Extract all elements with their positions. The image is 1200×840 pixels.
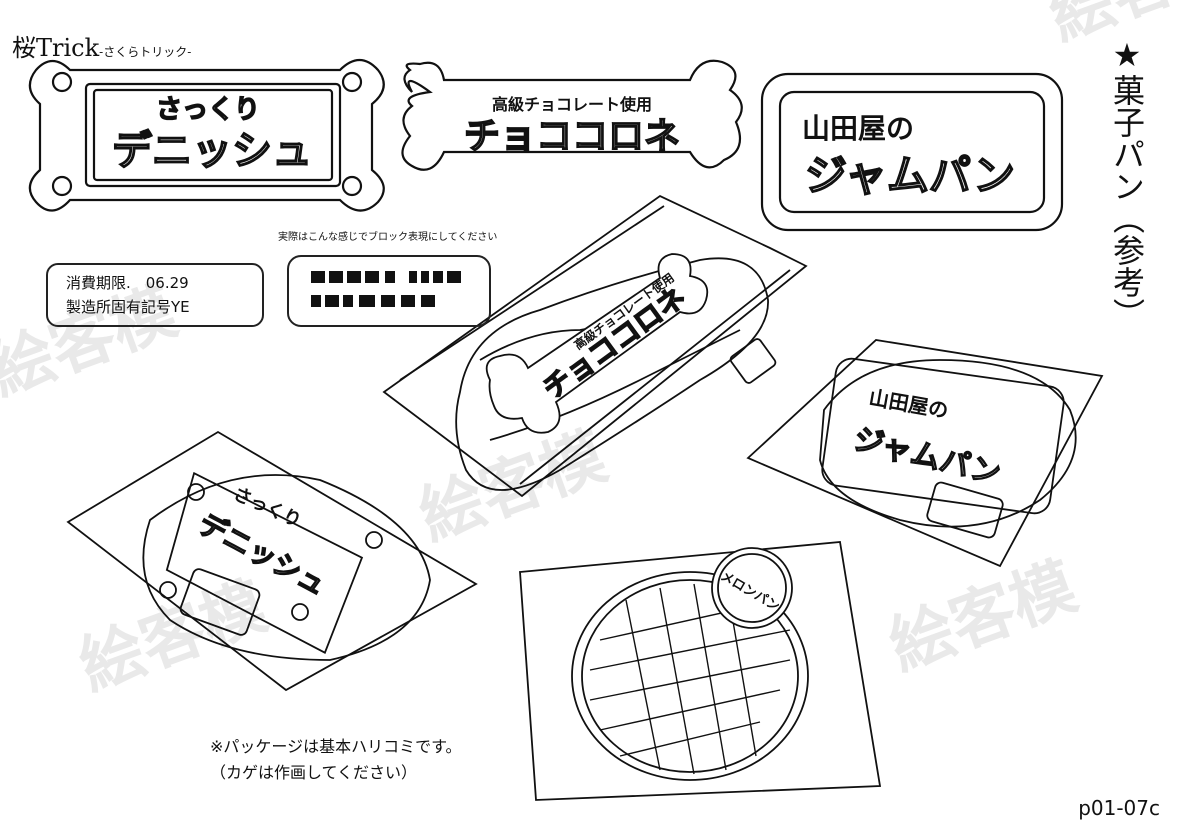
danish-line2: デニッシュ: [112, 128, 312, 174]
chococorone-line1: 高級チョコレート使用: [492, 95, 652, 114]
side-title: ★菓子パン（参考）: [1108, 36, 1146, 330]
note-line2: （カゲは作画してください）: [210, 763, 418, 782]
title-subtitle: -さくらトリック-: [99, 45, 192, 59]
watermark-5: 絵客模: [1040, 0, 1200, 55]
jampan-line1: 山田屋の: [802, 112, 914, 145]
instruction-top: 実際はこんな感じでブロック表現にしてください: [278, 232, 498, 243]
logo-danish: [28, 58, 385, 212]
logo-chococorone: [401, 59, 743, 171]
page-title: 桜Trick-さくらトリック-: [12, 28, 191, 63]
expiry-line1: 消費期限. 06.29: [66, 274, 189, 292]
watermark-3: 絵客模: [70, 570, 276, 705]
watermark-4: 絵客模: [880, 550, 1086, 685]
package-chococorone: [382, 194, 808, 498]
block-code-box: [287, 255, 491, 327]
danish-line1: さっくり: [156, 95, 260, 125]
chococorone-line2: チョココロネ: [464, 116, 680, 157]
note-line1: ※パッケージは基本ハリコミです。: [210, 737, 462, 756]
watermark-2: 絵客模: [410, 420, 616, 555]
block-code-bars: [311, 271, 461, 307]
package-danish: [66, 430, 478, 692]
package-jampan: [746, 339, 1104, 568]
expiry-line2: 製造所固有記号YE: [66, 298, 190, 316]
package-melonpan: [519, 541, 882, 801]
jampan-line2: ジャムパン: [805, 151, 1015, 200]
pkg-chococorone-line2: チョココロネ: [537, 280, 692, 405]
pkg-jampan-line1: 山田屋の: [867, 385, 950, 423]
notes: ※パッケージは基本ハリコミです。 （カゲは作画してください）: [210, 734, 462, 786]
pkg-jampan-line2: ジャムパン: [850, 422, 1004, 492]
page-number: p01-07c: [1078, 796, 1160, 820]
title-main-text: 桜Trick: [12, 34, 100, 62]
expiry-label: 消費期限. 06.29 製造所固有記号YE: [46, 263, 264, 327]
logo-jampan: [760, 72, 1064, 232]
